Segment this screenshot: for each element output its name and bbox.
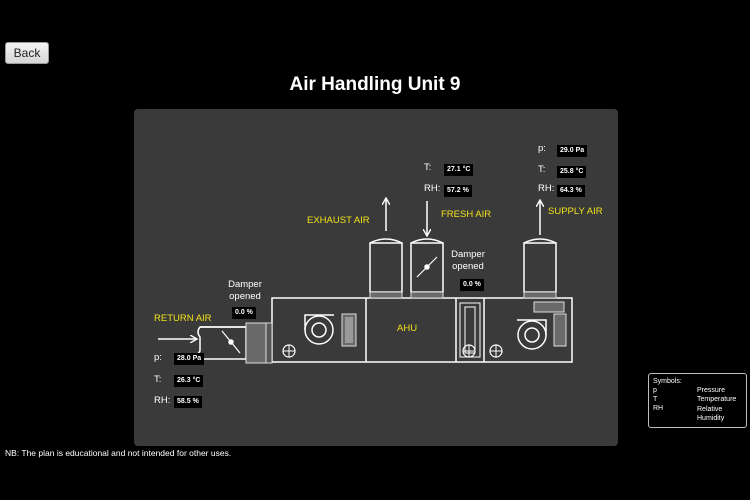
supply-t-label: T: (538, 164, 546, 175)
supply-rh-label: RH: (538, 183, 555, 194)
symbols-legend: Symbols: p Pressure T Temperature RH Rel… (648, 373, 747, 428)
legend-key: RH (653, 405, 664, 412)
exhaust-air-label: EXHAUST AIR (307, 215, 370, 226)
page-title: Air Handling Unit 9 (289, 74, 461, 95)
return-p-value: 28.0 Pa (174, 353, 205, 365)
supply-p-label: p: (538, 143, 546, 154)
return-damper-label: Damper opened (228, 279, 262, 302)
fresh-damper-value: 0.0 % (460, 279, 484, 291)
fresh-t-label: T: (424, 162, 432, 173)
legend-heading: Symbols: (653, 378, 682, 385)
return-t-value: 26.3 °C (174, 375, 204, 387)
supply-p-value: 29.0 Pa (557, 145, 588, 157)
disclaimer-note: NB: The plan is educational and not inte… (5, 448, 232, 458)
return-fan (304, 313, 357, 347)
return-damper-value: 0.0 % (232, 307, 256, 319)
legend-desc: Temperature (697, 396, 737, 403)
supply-air-label: SUPPLY AIR (548, 206, 603, 217)
return-t-label: T: (154, 374, 162, 385)
ahu-diagram-panel: AHU RETURN AIR Damper opened 0.0 % p: 28… (134, 109, 618, 446)
legend-desc: Pressure (697, 387, 726, 394)
supply-duct (523, 242, 557, 293)
back-button[interactable]: Back (5, 42, 49, 64)
fresh-rh-label: RH: (424, 183, 441, 194)
legend-key: T (653, 396, 658, 403)
fresh-t-value: 27.1 °C (444, 164, 474, 176)
return-air-label: RETURN AIR (154, 313, 212, 324)
fresh-rh-value: 57.2 % (444, 185, 472, 197)
fresh-damper-label: Damper opened (451, 249, 485, 272)
ahu-schematic (158, 109, 573, 364)
return-p-label: p: (154, 352, 162, 363)
fresh-air-label: FRESH AIR (441, 209, 492, 220)
legend-key: p (653, 387, 657, 394)
supply-t-value: 25.8 °C (557, 166, 587, 178)
ahu-label: AHU (397, 323, 418, 334)
return-rh-value: 58.5 % (174, 396, 202, 408)
return-rh-label: RH: (154, 395, 171, 406)
exhaust-duct (369, 242, 403, 293)
supply-rh-value: 64.3 % (557, 185, 585, 197)
legend-desc: Relative Humidity (697, 406, 725, 422)
supply-fan (517, 301, 567, 350)
